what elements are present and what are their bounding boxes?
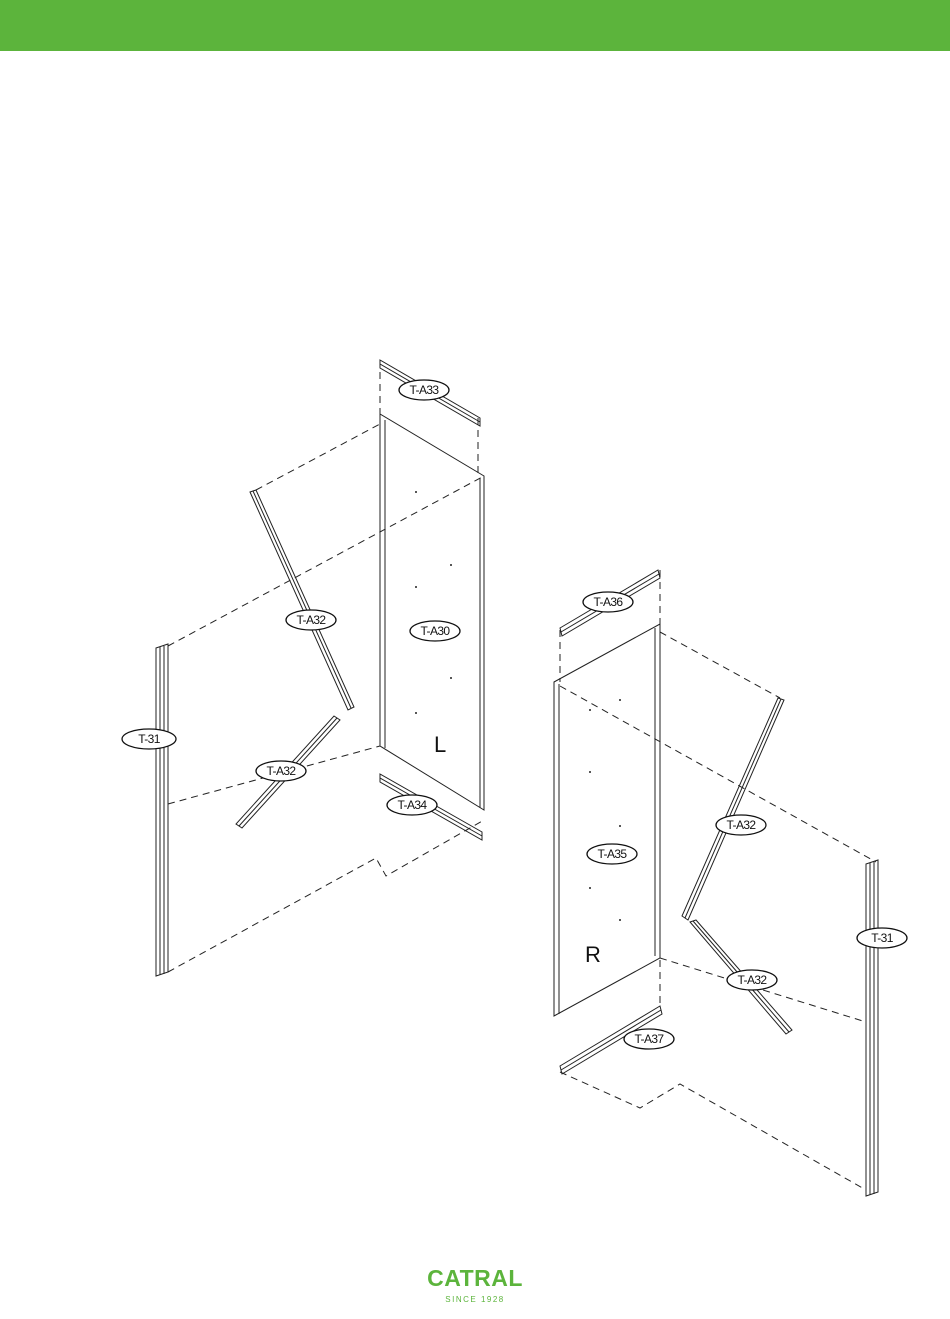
svg-text:T-A37: T-A37 [634,1032,664,1046]
label-t-31-left: T-31 [122,729,176,749]
assembly-guides-right [560,570,876,1190]
assembly-guides-left [168,360,484,972]
svg-text:T-A32: T-A32 [266,764,296,778]
label-t-a32-left-lower: T-A32 [256,761,306,781]
svg-text:T-31: T-31 [138,732,161,746]
upright-t-31-right [866,860,878,1196]
label-t-a30: T-A30 [410,621,460,641]
label-t-31-right: T-31 [857,928,907,948]
svg-text:T-A32: T-A32 [726,818,756,832]
svg-text:T-A36: T-A36 [593,595,623,609]
footer-logo: CATRAL SINCE 1928 [0,1265,950,1304]
svg-text:T-A35: T-A35 [597,847,627,861]
svg-text:T-A33: T-A33 [409,383,439,397]
brace-t-a32-left-upper [250,490,354,710]
label-t-a32-left-upper: T-A32 [286,610,336,630]
left-assembly [156,360,484,976]
label-t-a32-right-upper: T-A32 [716,815,766,835]
label-t-a32-right-lower: T-A32 [727,970,777,990]
panel-t-a30 [380,414,484,810]
label-t-a34: T-A34 [387,795,437,815]
label-t-a37: T-A37 [624,1029,674,1049]
brace-t-a32-right-upper [682,698,784,920]
panel-t-a35 [554,624,660,1016]
upright-t-31-left [156,644,168,976]
side-marker-left: L [434,732,446,757]
label-t-a35: T-A35 [587,844,637,864]
svg-text:T-A32: T-A32 [296,613,326,627]
svg-text:T-A34: T-A34 [397,798,427,812]
right-assembly [554,570,878,1196]
svg-text:T-31: T-31 [871,931,894,945]
label-t-a33: T-A33 [399,380,449,400]
brand-logo: CATRAL [0,1265,950,1292]
brand-tagline: SINCE 1928 [0,1295,950,1304]
svg-text:T-A30: T-A30 [420,624,450,638]
label-t-a36: T-A36 [583,592,633,612]
side-marker-right: R [585,942,601,967]
svg-text:T-A32: T-A32 [737,973,767,987]
